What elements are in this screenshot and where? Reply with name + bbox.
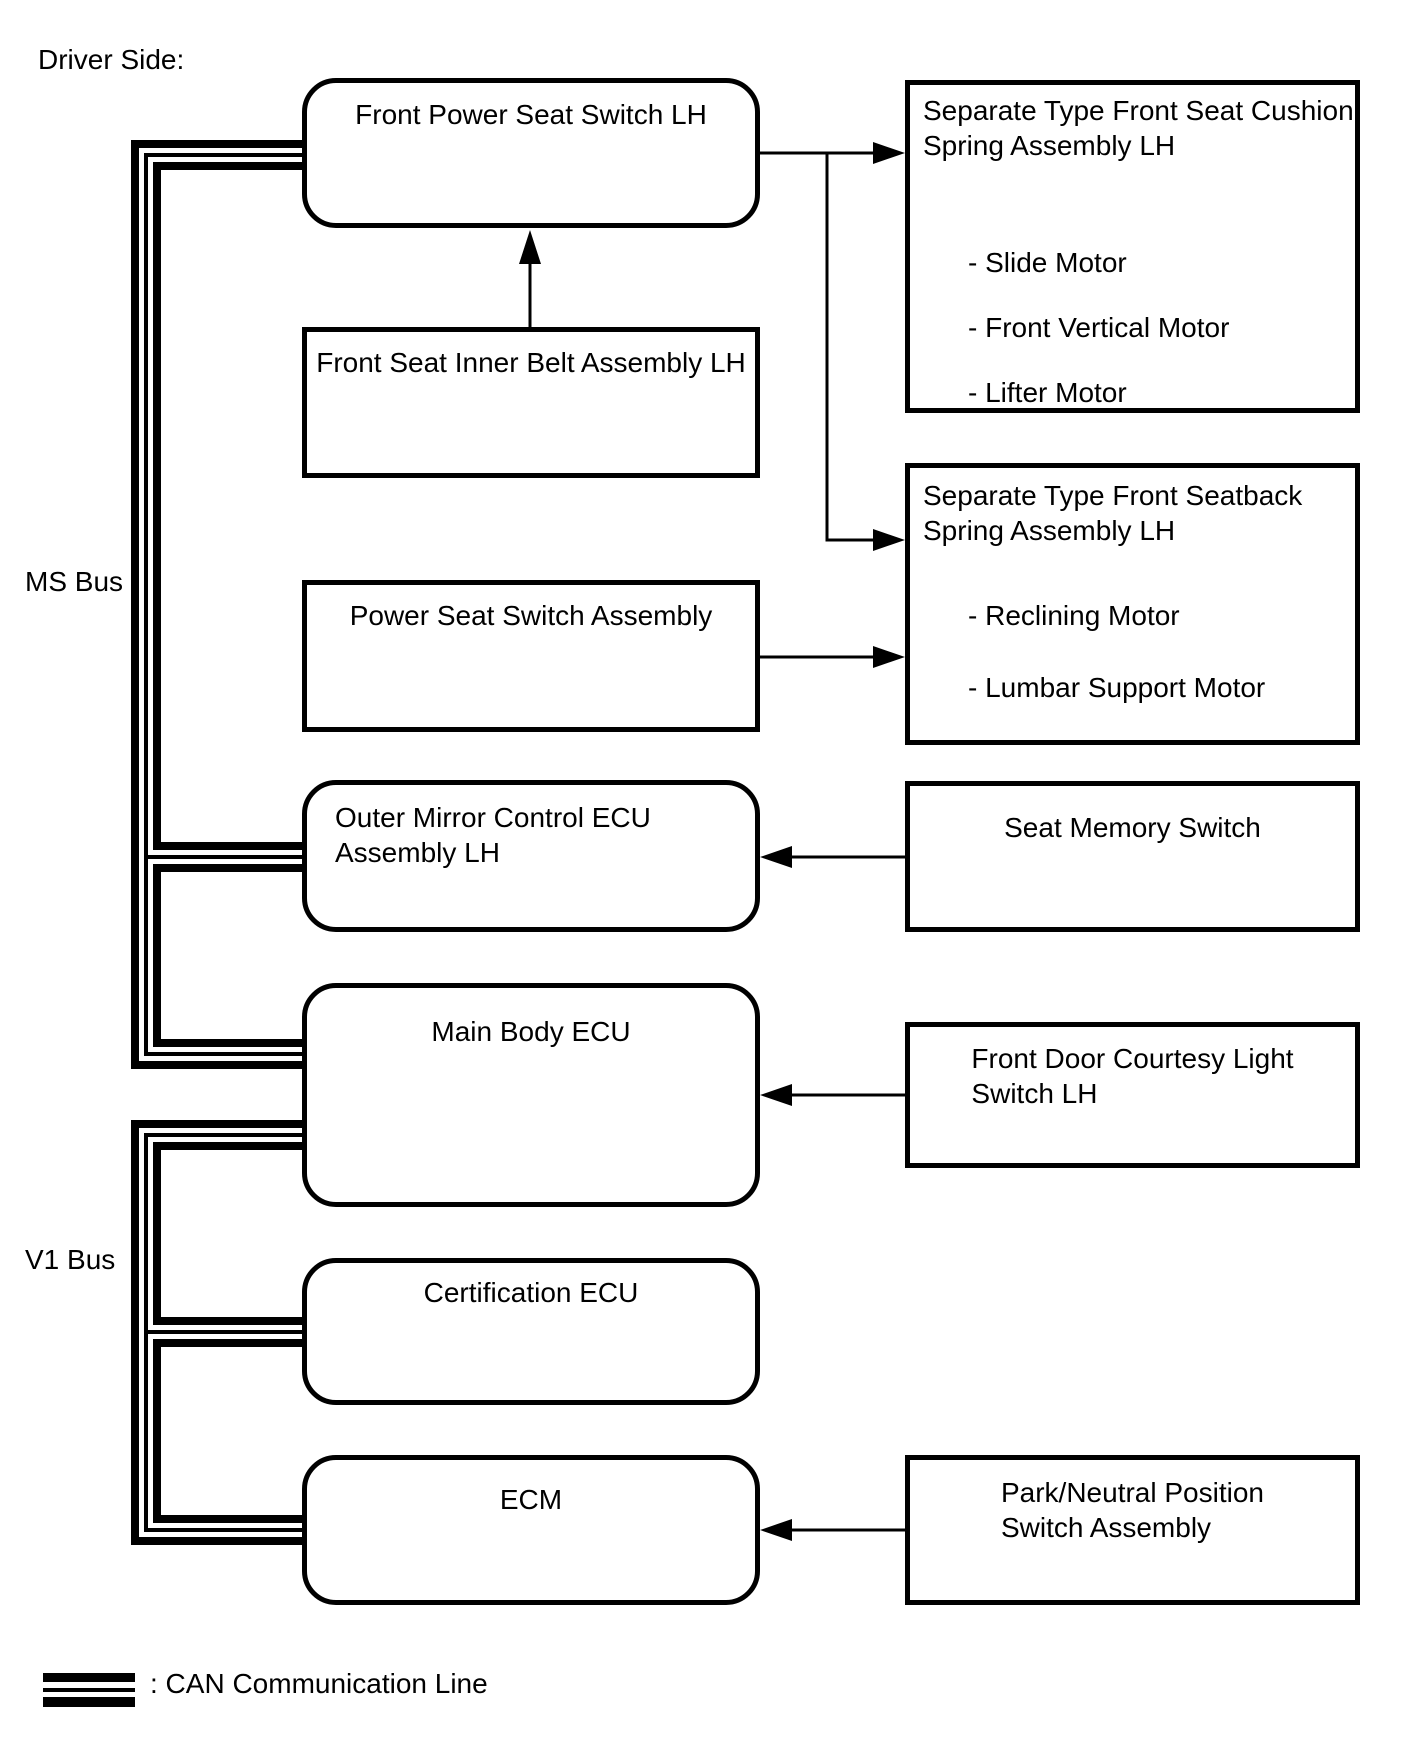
arrowhead-right-icon bbox=[873, 529, 905, 551]
box-park-neutral-position-switch-assembly: Park/Neutral Position Switch Assembly bbox=[905, 1455, 1360, 1605]
v1-bus-label: V1 Bus bbox=[25, 1244, 116, 1275]
box-label: Power Seat Switch Assembly bbox=[349, 600, 713, 631]
ms-bus-outer-stroke bbox=[131, 140, 302, 1069]
box-separate-type-front-seat-cushion-spring-assembly-lh: Separate Type Front Seat Cushion Spring … bbox=[905, 80, 1360, 413]
arrow-seat-switch-to-cushion-and-seatback bbox=[760, 142, 905, 551]
ecu-box-label: Certification ECU bbox=[423, 1277, 639, 1308]
box-title: Separate Type Front Seatback Spring Asse… bbox=[923, 480, 1303, 546]
can-line-legend-label: : CAN Communication Line bbox=[150, 1668, 488, 1699]
can-line-legend-symbol bbox=[43, 1673, 135, 1707]
motor-list-item: - Lifter Motor bbox=[968, 377, 1127, 408]
ecu-box-ecm: ECM bbox=[302, 1455, 760, 1605]
box-front-door-courtesy-light-switch-lh: Front Door Courtesy Light Switch LH bbox=[905, 1022, 1360, 1168]
arrowhead-left-icon bbox=[760, 846, 792, 868]
motor-list-item: - Front Vertical Motor bbox=[968, 312, 1230, 343]
v1-bus-can-line bbox=[131, 1120, 302, 1545]
box-seat-memory-switch: Seat Memory Switch bbox=[905, 781, 1360, 932]
box-power-seat-switch-assembly: Power Seat Switch Assembly bbox=[302, 580, 760, 732]
box-label: Front Seat Inner Belt Assembly LH bbox=[316, 347, 746, 378]
box-title: Front Door Courtesy Light Switch LH bbox=[971, 1043, 1294, 1109]
driver-side-label: Driver Side: bbox=[38, 44, 185, 75]
motor-list-item: - Reclining Motor bbox=[968, 600, 1180, 631]
ecu-box-main-body-ecu: Main Body ECU bbox=[302, 983, 760, 1207]
arrowhead-up-icon bbox=[519, 230, 541, 264]
ms-bus-middle-stroke bbox=[144, 153, 302, 1056]
ecu-box-front-power-seat-switch-lh: Front Power Seat Switch LH bbox=[302, 78, 760, 228]
arrowhead-left-icon bbox=[760, 1084, 792, 1106]
ecu-box-label: Main Body ECU bbox=[431, 1016, 631, 1047]
arrow-switch-assembly-to-seatback bbox=[760, 646, 905, 668]
arrow-seat-memory-to-outer-mirror-ecu bbox=[760, 846, 905, 868]
arrowhead-left-icon bbox=[760, 1519, 792, 1541]
box-front-seat-inner-belt-assembly-lh: Front Seat Inner Belt Assembly LH bbox=[302, 327, 760, 478]
box-title: Seat Memory Switch bbox=[1004, 812, 1261, 843]
ms-bus-inner-stroke bbox=[153, 162, 302, 1047]
ms-bus-can-line bbox=[131, 140, 302, 1069]
arrow-inner-belt-to-seat-switch bbox=[519, 230, 541, 327]
arrowhead-right-icon bbox=[873, 646, 905, 668]
ecu-box-outer-mirror-control-ecu-assembly-lh: Outer Mirror Control ECU Assembly LH bbox=[302, 780, 760, 932]
motor-list-item: - Lumbar Support Motor bbox=[968, 672, 1266, 703]
v1-bus-outer-stroke bbox=[131, 1120, 302, 1545]
v1-bus-middle-stroke bbox=[144, 1133, 302, 1532]
box-separate-type-front-seatback-spring-assembly-lh: Separate Type Front Seatback Spring Asse… bbox=[905, 463, 1360, 745]
box-title: Park/Neutral Position Switch Assembly bbox=[1000, 1477, 1264, 1543]
ecu-box-label: Front Power Seat Switch LH bbox=[355, 99, 707, 130]
motor-list-item: - Slide Motor bbox=[968, 247, 1127, 278]
arrowhead-right-icon bbox=[873, 142, 905, 164]
ecu-box-certification-ecu: Certification ECU bbox=[302, 1258, 760, 1405]
arrow-courtesy-switch-to-main-body-ecu bbox=[760, 1084, 905, 1106]
arrow-park-neutral-to-ecm bbox=[760, 1519, 905, 1541]
ecu-box-label: ECM bbox=[499, 1484, 563, 1515]
v1-bus-inner-stroke bbox=[153, 1142, 302, 1523]
box-title: Separate Type Front Seat Cushion Spring … bbox=[923, 95, 1354, 161]
ms-bus-label: MS Bus bbox=[25, 566, 124, 597]
ecu-box-label: Outer Mirror Control ECU Assembly LH bbox=[335, 802, 651, 868]
